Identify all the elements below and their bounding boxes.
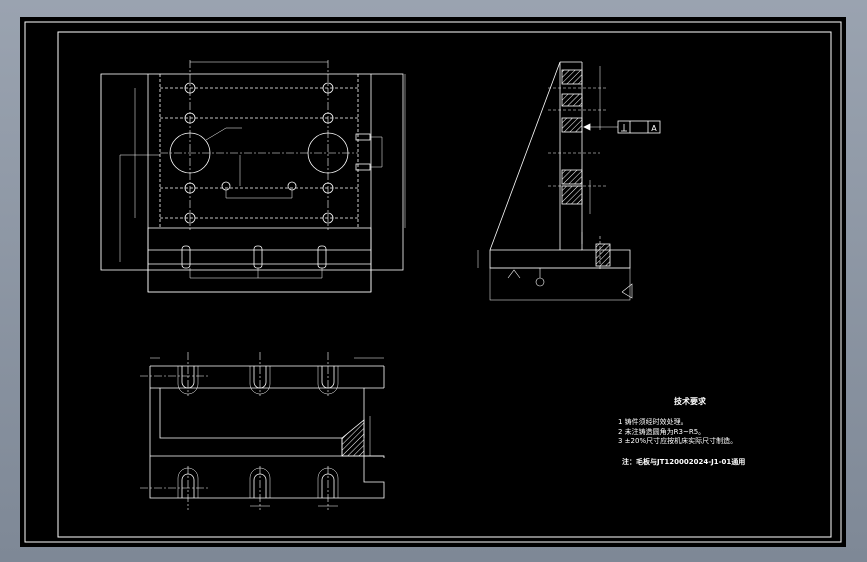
- base-dimension-box: [489, 267, 631, 301]
- section-hatch: [561, 185, 583, 205]
- top-view: [100, 60, 406, 293]
- bolt-hole: [184, 182, 196, 194]
- bolt-hole: [322, 112, 334, 124]
- bolt-hole: [322, 182, 334, 194]
- rib-edge: [489, 61, 561, 251]
- front-view: [140, 352, 385, 510]
- arrow-head: [583, 123, 591, 131]
- note-item-2: 2 未注铸造圆角为R3~R5。: [618, 427, 705, 436]
- note-item-3: 3 ±20%尺寸应按机床实际尺寸制造。: [618, 436, 737, 445]
- roughness-symbol: [507, 269, 521, 279]
- notes-title: 技术要求: [674, 396, 707, 406]
- large-bore-right: [307, 132, 349, 174]
- section-hatch: [595, 243, 611, 267]
- dimension-line: [225, 190, 293, 199]
- datum-label: A: [651, 124, 657, 133]
- bolt-hole: [184, 112, 196, 124]
- base-profile: [489, 232, 631, 269]
- bolt-hole: [184, 82, 196, 94]
- notes-remark: 注：毛板与JT120002024-J1-01通用: [622, 457, 745, 466]
- feature-control-frame: [617, 120, 661, 134]
- dimension-line: [370, 136, 383, 168]
- base-slots: [181, 245, 327, 269]
- leader-line: [205, 127, 227, 141]
- dimension-line: [258, 268, 323, 279]
- section-hatch: [561, 169, 583, 185]
- drawing-sheet: [20, 17, 846, 547]
- note-item-1: 1 铸件须经时效处理。: [618, 417, 688, 426]
- section-hatch: [561, 117, 583, 133]
- side-view: [477, 61, 661, 301]
- dimension-line: [189, 268, 259, 279]
- section-hatch: [561, 69, 583, 85]
- bolt-hole: [322, 212, 334, 224]
- outer-border: [24, 21, 842, 543]
- section-hatch: [561, 93, 583, 107]
- drawing-frame: [57, 31, 832, 538]
- roughness-symbol: [621, 283, 633, 299]
- section-hatch: [341, 419, 365, 457]
- datum-symbol: [535, 277, 545, 287]
- technical-requirements: 技术要求 1 铸件须经时效处理。 2 未注铸造圆角为R3~R5。 3 ±20%尺…: [618, 396, 745, 466]
- large-bore-left: [169, 132, 211, 174]
- bolt-hole: [322, 82, 334, 94]
- bolt-hole: [184, 212, 196, 224]
